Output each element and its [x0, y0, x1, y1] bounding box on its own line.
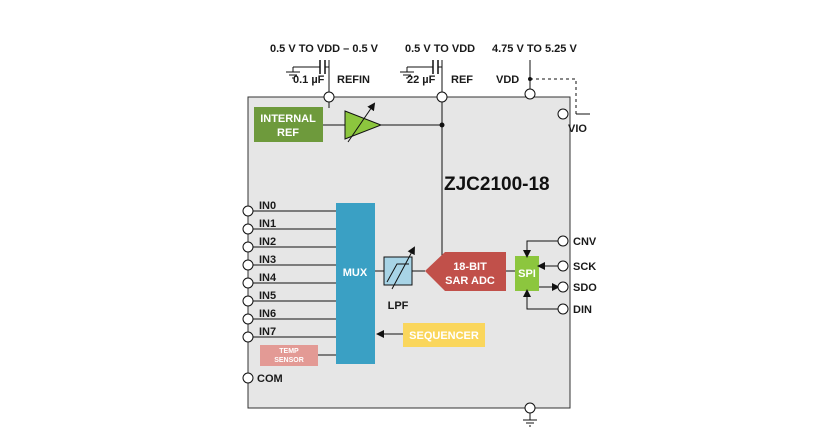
input-pin-label: IN0 — [259, 200, 276, 212]
vdd-pin — [524, 88, 536, 100]
temp-sensor-label: TEMP — [279, 348, 299, 355]
right-pin — [557, 235, 569, 247]
input-pin — [242, 223, 254, 235]
sequencer-label: SEQUENCER — [409, 330, 479, 342]
right-pin — [557, 281, 569, 293]
temp-sensor-block — [260, 345, 318, 366]
adc-label-2: SAR ADC — [445, 275, 495, 287]
right-pin — [557, 260, 569, 272]
spi-block — [515, 256, 539, 291]
input-pin — [242, 331, 254, 343]
input-pin-label: IN2 — [259, 236, 276, 248]
right-pin-label: DIN — [573, 304, 592, 316]
refin-range-label: 0.5 V TO VDD – 0.5 V — [270, 43, 379, 55]
input-pin — [242, 259, 254, 271]
ref-pin — [436, 91, 448, 103]
ref-cap-label: 22 µF — [407, 74, 436, 86]
right-pin-label: CNV — [573, 236, 597, 248]
ground-icon — [523, 413, 537, 427]
input-pin-label: IN3 — [259, 254, 276, 266]
com-pin-label: COM — [257, 373, 283, 385]
input-pin — [242, 277, 254, 289]
input-pin — [242, 313, 254, 325]
vdd-pin-label: VDD — [496, 74, 519, 86]
mux-block — [336, 203, 375, 364]
com-pin — [242, 372, 254, 384]
vio-pin — [557, 108, 569, 120]
sequencer-block — [403, 323, 485, 347]
input-pin-label: IN1 — [259, 218, 276, 230]
refin-pin-label: REFIN — [337, 74, 370, 86]
internal-ref-label: INTERNAL — [260, 113, 316, 125]
input-pin-label: IN6 — [259, 308, 276, 320]
chip-name: ZJC2100-18 — [444, 174, 550, 195]
refin-cap-label: 0.1 µF — [293, 74, 325, 86]
input-pin — [242, 205, 254, 217]
gnd-pin — [524, 402, 536, 414]
right-pin-label: SCK — [573, 261, 596, 273]
input-pin — [242, 295, 254, 307]
sar-adc-block — [425, 252, 506, 291]
lpf-label: LPF — [388, 300, 409, 312]
refin-pin — [323, 91, 335, 103]
temp-sensor-label-2: SENSOR — [274, 357, 304, 364]
right-pin — [557, 303, 569, 315]
spi-label: SPI — [518, 268, 536, 280]
ref-buffer-amplifier — [344, 110, 383, 140]
input-pin-label: IN5 — [259, 290, 276, 302]
adc-label: 18-BIT — [453, 261, 487, 273]
vdd-range-label: 4.75 V TO 5.25 V — [492, 43, 577, 55]
internal-ref-label-2: REF — [277, 127, 299, 139]
ref-pin-label: REF — [451, 74, 473, 86]
input-pin-label: IN7 — [259, 326, 276, 338]
right-pins: CNV SCK SDO DIN — [557, 235, 597, 316]
ground-icon — [286, 66, 300, 79]
vio-pin-label: VIO — [568, 123, 587, 135]
internal-ref-block — [254, 107, 323, 142]
mux-label: MUX — [343, 267, 368, 279]
ground-icon — [400, 66, 414, 79]
right-pin-label: SDO — [573, 282, 597, 294]
ref-range-label: 0.5 V TO VDD — [405, 43, 475, 55]
input-pin-label: IN4 — [259, 272, 277, 284]
input-pin — [242, 241, 254, 253]
